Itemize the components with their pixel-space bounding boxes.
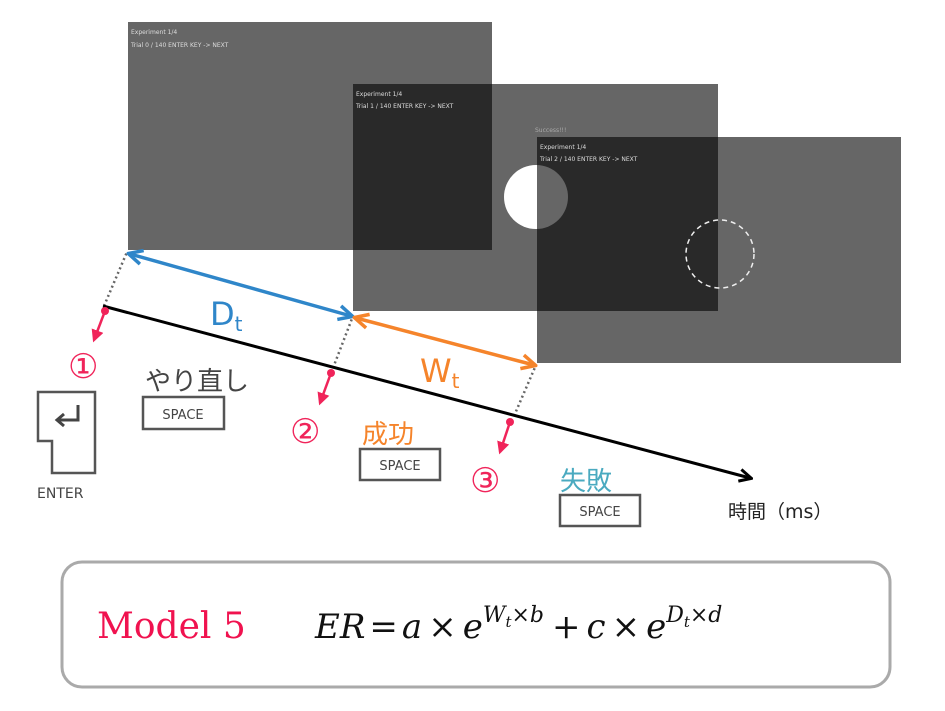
dashed-target-circle bbox=[685, 219, 755, 289]
step-number-3: ③ bbox=[470, 461, 500, 501]
enter-key-label: ENTER bbox=[37, 486, 84, 502]
success-label: 成功 bbox=[362, 420, 414, 450]
failure-label: 失敗 bbox=[560, 467, 612, 497]
screen-header: Experiment 1/4 bbox=[540, 144, 586, 151]
event-markers bbox=[91, 307, 514, 455]
model-box bbox=[60, 560, 892, 689]
d-interval-arrow bbox=[130, 254, 351, 316]
svg-text:SPACE: SPACE bbox=[379, 459, 420, 474]
space-key-success: SPACE bbox=[358, 447, 442, 482]
w-interval-label: Wt bbox=[420, 352, 460, 393]
screen-trial-text: Trial 1 / 140 ENTER KEY -> NEXT bbox=[355, 103, 454, 110]
d-interval-label: Dt bbox=[210, 295, 243, 336]
dotted-connectors bbox=[102, 251, 538, 417]
step-number-2: ② bbox=[290, 412, 320, 452]
svg-text:SPACE: SPACE bbox=[162, 408, 203, 423]
return-key-icon bbox=[36, 390, 97, 475]
w-interval-arrow bbox=[356, 318, 534, 365]
space-key-retry: SPACE bbox=[141, 395, 226, 431]
space-key-failure: SPACE bbox=[558, 493, 642, 528]
screen-trial-text: Trial 2 / 140 ENTER KEY -> NEXT bbox=[539, 156, 638, 163]
model-formula: ER=a×eWt×b+c×eDt×d bbox=[314, 603, 722, 647]
model-name: Model 5 bbox=[97, 606, 246, 647]
retry-label: やり直し bbox=[145, 367, 249, 397]
screen-trial-2 bbox=[537, 137, 901, 363]
time-axis-label: 時間（ms） bbox=[728, 501, 832, 523]
success-text: Success!!! bbox=[535, 127, 566, 134]
screen-header: Experiment 1/4 bbox=[356, 91, 402, 98]
screen-header: Experiment 1/4 bbox=[131, 29, 177, 36]
svg-text:SPACE: SPACE bbox=[579, 505, 620, 520]
screen-trial-text: Trial 0 / 140 ENTER KEY -> NEXT bbox=[130, 42, 229, 49]
time-axis-arrow bbox=[102, 304, 750, 478]
step-number-1: ① bbox=[68, 347, 98, 387]
